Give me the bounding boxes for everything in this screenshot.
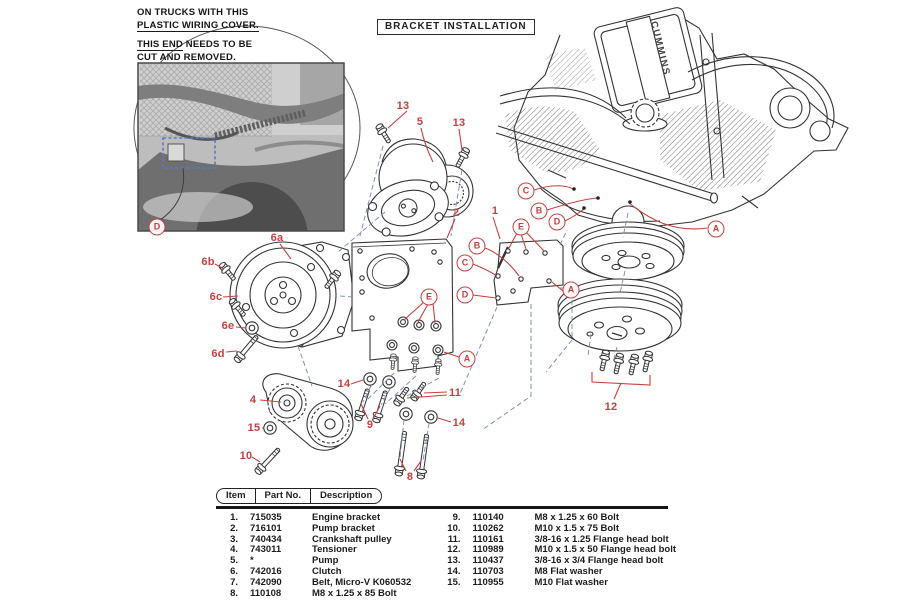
item-cell: 2. xyxy=(230,522,238,534)
part-no-cell: * xyxy=(250,555,254,567)
description-cell: Crankshaft pulley xyxy=(312,533,392,545)
part-no-cell: 716101 xyxy=(250,522,282,534)
item-cell: 5. xyxy=(230,555,238,567)
description-cell: Pump bracket xyxy=(312,522,375,534)
description-cell: M10 x 1.5 x 75 Bolt xyxy=(534,522,619,534)
engine-line-art: CUMMINS xyxy=(495,7,849,239)
table-row: 15. 110955 M10 Flat washer xyxy=(439,576,677,589)
table-left-column: 1. 715035 Engine bracket 2. 716101 Pump brack… xyxy=(216,512,439,600)
description-cell: Belt, Micro-V K060532 xyxy=(312,576,412,588)
diagram-title: BRACKET INSTALLATION xyxy=(377,19,535,35)
description-cell: Clutch xyxy=(312,565,342,577)
description-cell: 3/8-16 x 3/4 Flange head bolt xyxy=(534,555,664,567)
part-no-cell: 743011 xyxy=(250,544,282,556)
description-cell: Engine bracket xyxy=(312,512,381,523)
item-cell: 15. xyxy=(447,576,461,588)
table-header-rule xyxy=(216,506,668,509)
description-cell: 3/8-16 x 1.25 Flange head bolt xyxy=(534,533,669,545)
table-row: 10. 110262 M10 x 1.5 x 75 Bolt xyxy=(439,522,677,535)
table-row: 7. 742090 Belt, Micro-V K060532 xyxy=(216,576,439,589)
part-no-cell: 110161 xyxy=(472,533,504,545)
note-line-4: CUT AND REMOVED. xyxy=(137,51,236,63)
part-no-cell: 715035 xyxy=(250,512,282,523)
pump-bracket xyxy=(493,239,564,306)
item-cell: 3. xyxy=(230,533,238,545)
part-no-cell: 110262 xyxy=(472,522,504,534)
item-cell: 11. xyxy=(447,533,461,545)
description-cell: Tensioner xyxy=(312,544,357,556)
item-cell: 6. xyxy=(230,565,238,577)
table-row: 4. 743011 Tensioner xyxy=(216,545,439,556)
table-header: Item Part No.Description xyxy=(216,488,383,504)
pump xyxy=(367,138,474,237)
part-no-cell: 110989 xyxy=(472,544,504,556)
part-no-cell: 110437 xyxy=(472,555,504,567)
table-header-cell: Item xyxy=(226,490,246,501)
note-line-3: THIS END NEEDS TO BE xyxy=(137,39,253,51)
table-header-cell: Description xyxy=(309,489,381,503)
table-row: 14. 110703 M8 Flat washer xyxy=(439,565,677,578)
description-cell: M8 x 1.25 x 85 Bolt xyxy=(312,587,397,599)
note-line-1: ON TRUCKS WITH THIS xyxy=(137,7,249,18)
table-row: 9. 110140 M8 x 1.25 x 60 Bolt xyxy=(439,512,677,524)
water-pump-pulley xyxy=(571,221,685,281)
callout-leader-lines xyxy=(214,110,708,472)
table-row: 5. * Pump xyxy=(216,555,439,567)
engine-bracket-plate xyxy=(351,238,454,376)
description-cell: M10 x 1.5 x 50 Flange head bolt xyxy=(534,544,677,556)
wiring-cover-note: ON TRUCKS WITH THIS PLASTIC WIRING COVER… xyxy=(137,7,259,64)
highlight-dashed-box xyxy=(162,137,216,169)
item-cell: 7. xyxy=(230,576,238,588)
part-no-cell: 110703 xyxy=(472,565,504,577)
clutch xyxy=(229,241,355,349)
table-row: 6. 742016 Clutch xyxy=(216,565,439,578)
description-cell: M10 Flat washer xyxy=(534,576,608,588)
item-cell: 14. xyxy=(447,565,461,577)
table-row: 13. 110437 3/8-16 x 3/4 Flange head bolt xyxy=(439,555,677,567)
table-row: 12. 110989 M10 x 1.5 x 50 Flange head bolt xyxy=(439,544,677,556)
part-no-cell: 110108 xyxy=(250,587,282,599)
part-no-cell: 110955 xyxy=(472,576,504,588)
item-cell: 1. xyxy=(230,512,238,523)
item-cell: 10. xyxy=(447,522,461,534)
photo-leader xyxy=(159,167,185,221)
description-cell: M8 x 1.25 x 60 Bolt xyxy=(534,512,619,523)
item-cell: 4. xyxy=(230,544,238,556)
part-no-cell: 740434 xyxy=(250,533,282,545)
part-no-cell: 742090 xyxy=(250,576,282,588)
alignment-dashed-lines xyxy=(297,145,629,462)
crankshaft-pulley xyxy=(557,278,683,352)
parts-table: Item Part No.Description 1. 715035 Engine b… xyxy=(216,485,676,599)
table-row: 8. 110108 M8 x 1.25 x 85 Bolt xyxy=(216,587,439,600)
wiring-cover-photo xyxy=(137,62,345,232)
table-row: 11. 110161 3/8-16 x 1.25 Flange head bolt xyxy=(439,533,677,546)
item-cell: 8. xyxy=(230,587,238,599)
note-line-2: PLASTIC WIRING COVER. xyxy=(137,19,259,32)
item-cell: 9. xyxy=(452,512,461,523)
table-row: 3. 740434 Crankshaft pulley xyxy=(216,533,439,546)
table-header-cell: Part No. xyxy=(254,489,310,503)
description-cell: Pump xyxy=(312,555,339,567)
item-cell: 12. xyxy=(447,544,461,556)
table-row: 1. 715035 Engine bracket xyxy=(216,512,439,524)
tensioner xyxy=(262,373,354,451)
table-row: 2. 716101 Pump bracket xyxy=(216,522,439,535)
part-no-cell: 742016 xyxy=(250,565,282,577)
description-cell: M8 Flat washer xyxy=(534,565,603,577)
item-cell: 13. xyxy=(447,555,461,567)
part-no-cell: 110140 xyxy=(472,512,504,523)
